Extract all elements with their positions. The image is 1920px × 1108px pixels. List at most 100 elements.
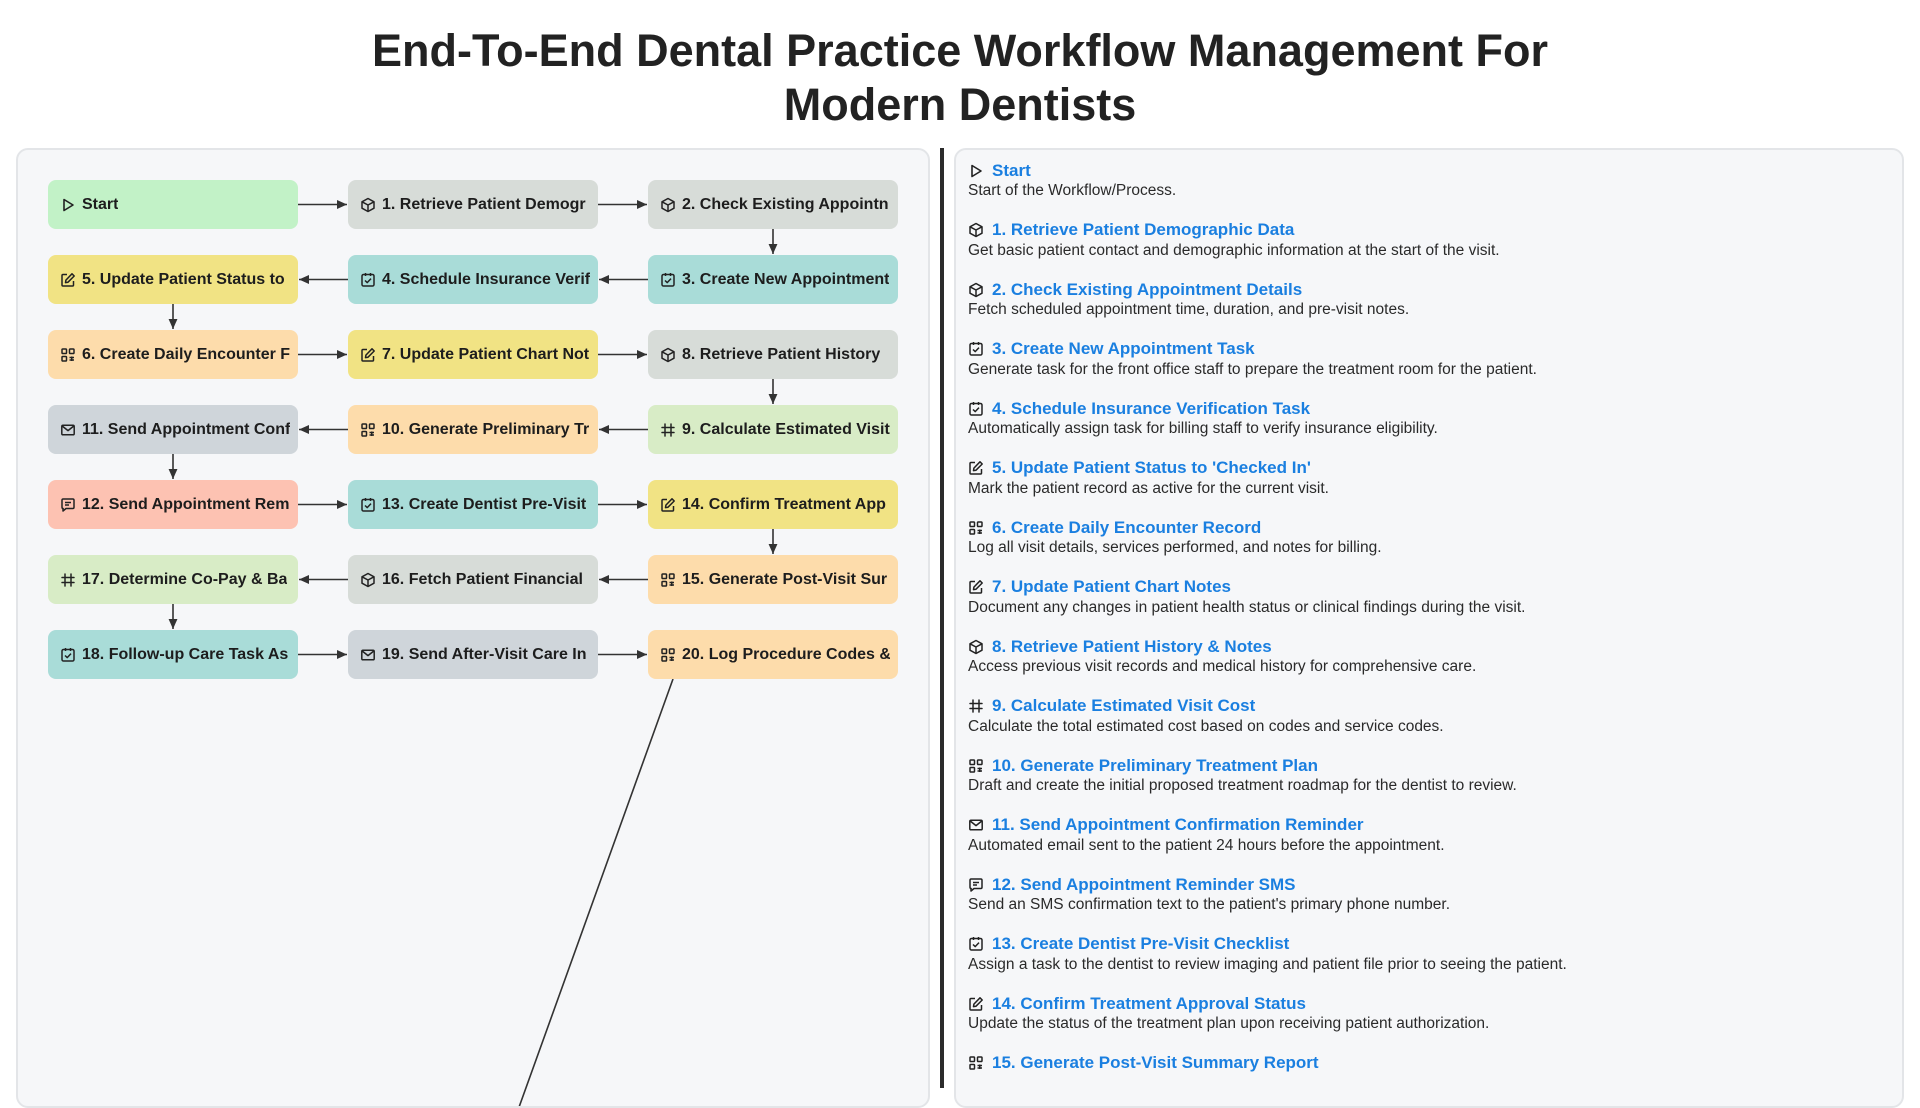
step-description: Access previous visit records and medica… (968, 658, 1477, 675)
grid-icon (968, 1055, 984, 1071)
connector-n20-overflow (518, 678, 674, 1106)
step-title-link[interactable]: 10. Generate Preliminary Treatment Plan (992, 755, 1318, 775)
workflow-node-n7[interactable]: 7. Update Patient Chart Not (348, 330, 598, 379)
step-header: 7. Update Patient Chart Notes (968, 577, 1890, 598)
step-description: Update the status of the treatment plan … (968, 1015, 1490, 1032)
workflow-node-label: 17. Determine Co-Pay & Ba (82, 570, 288, 588)
workflow-node-n4[interactable]: 4. Schedule Insurance Verif (348, 255, 598, 304)
step-title-link[interactable]: 12. Send Appointment Reminder SMS (992, 874, 1296, 894)
workflow-node-label: 10. Generate Preliminary Tr (382, 420, 590, 438)
step-item: 12. Send Appointment Reminder SMS Send an… (968, 874, 1890, 915)
step-header: 6. Create Daily Encounter Record (968, 517, 1890, 538)
cube-icon (660, 347, 676, 363)
workflow-diagram-panel: Start 1. Retrieve Patient Demogr 2. Check … (16, 148, 930, 1108)
workflow-node-n20[interactable]: 20. Log Procedure Codes & (648, 630, 898, 679)
cube-icon (968, 222, 984, 238)
step-header: 1. Retrieve Patient Demographic Data (968, 220, 1890, 241)
step-header: 12. Send Appointment Reminder SMS (968, 874, 1890, 895)
workflow-node-n12[interactable]: 12. Send Appointment Rem (48, 480, 298, 529)
grid-icon (660, 572, 676, 588)
workflow-node-n19[interactable]: 19. Send After-Visit Care In (348, 630, 598, 679)
workflow-node-n8[interactable]: 8. Retrieve Patient History (648, 330, 898, 379)
step-header: 10. Generate Preliminary Treatment Plan (968, 755, 1890, 776)
step-header: Start (968, 160, 1890, 181)
workflow-node-n13[interactable]: 13. Create Dentist Pre-Visit (348, 480, 598, 529)
step-description: Send an SMS confirmation text to the pat… (968, 896, 1450, 913)
edit-icon (968, 579, 984, 595)
grid-icon (660, 647, 676, 663)
workflow-node-label: 3. Create New Appointment (682, 270, 890, 288)
calc-icon (968, 698, 984, 714)
panel-divider[interactable] (940, 148, 944, 1088)
step-title-link[interactable]: 13. Create Dentist Pre-Visit Checklist (992, 934, 1290, 953)
step-title-link[interactable]: 1. Retrieve Patient Demographic Data (992, 220, 1295, 239)
task-icon (968, 936, 984, 952)
step-description: Mark the patient record as active for th… (968, 479, 1329, 497)
workflow-node-n17[interactable]: 17. Determine Co-Pay & Ba (48, 555, 298, 604)
edit-icon (968, 460, 984, 476)
workflow-node-label: 4. Schedule Insurance Verif (382, 270, 590, 288)
workflow-node-label: 16. Fetch Patient Financial (382, 570, 583, 588)
step-title-link[interactable]: 14. Confirm Treatment Approval Status (992, 993, 1306, 1013)
step-item: 15. Generate Post-Visit Summary Report (968, 1053, 1890, 1074)
workflow-node-label: 20. Log Procedure Codes & (682, 645, 890, 663)
step-title-link[interactable]: Start (992, 160, 1031, 180)
task-icon (360, 272, 376, 288)
workflow-node-n11[interactable]: 11. Send Appointment Conf (48, 405, 298, 454)
workflow-node-n16[interactable]: 16. Fetch Patient Financial (348, 555, 598, 604)
workflow-node-start[interactable]: Start (48, 180, 298, 229)
task-icon (360, 497, 376, 513)
workflow-node-label: 14. Confirm Treatment App (682, 495, 886, 513)
step-description: Generate task for the front office staff… (968, 360, 1537, 378)
calc-icon (60, 572, 76, 588)
play-icon (60, 197, 76, 213)
step-title-link[interactable]: 3. Create New Appointment Task (992, 339, 1255, 358)
chat-icon (60, 497, 76, 513)
workflow-node-n9[interactable]: 9. Calculate Estimated Visit (648, 405, 898, 454)
grid-icon (968, 520, 984, 536)
step-header: 11. Send Appointment Confirmation Remind… (968, 815, 1890, 836)
step-title-link[interactable]: 8. Retrieve Patient History & Notes (992, 636, 1272, 656)
workflow-node-n1[interactable]: 1. Retrieve Patient Demogr (348, 180, 598, 229)
step-description: Automated email sent to the patient 24 h… (968, 836, 1445, 854)
step-title-link[interactable]: 4. Schedule Insurance Verification Task (992, 398, 1311, 418)
step-title-link[interactable]: 2. Check Existing Appointment Details (992, 279, 1303, 299)
workflow-node-label: 6. Create Daily Encounter F (82, 345, 290, 363)
step-title-link[interactable]: 9. Calculate Estimated Visit Cost (992, 696, 1256, 715)
step-description: Log all visit details, services performe… (968, 539, 1382, 556)
step-description: Start of the Workflow/Process. (968, 182, 1177, 199)
workflow-node-label: 19. Send After-Visit Care In (382, 645, 587, 663)
task-icon (660, 272, 676, 288)
step-title-link[interactable]: 6. Create Daily Encounter Record (992, 517, 1262, 537)
workflow-node-n5[interactable]: 5. Update Patient Status to (48, 255, 298, 304)
edit-icon (968, 996, 984, 1012)
workflow-node-label: 8. Retrieve Patient History (682, 345, 881, 363)
workflow-node-n14[interactable]: 14. Confirm Treatment App (648, 480, 898, 529)
workflow-node-n2[interactable]: 2. Check Existing Appointn (648, 180, 898, 229)
step-title-link[interactable]: 5. Update Patient Status to 'Checked In' (992, 458, 1311, 477)
workflow-node-n6[interactable]: 6. Create Daily Encounter F (48, 330, 298, 379)
calc-icon (660, 422, 676, 438)
workflow-node-n18[interactable]: 18. Follow-up Care Task As (48, 630, 298, 679)
workflow-node-n10[interactable]: 10. Generate Preliminary Tr (348, 405, 598, 454)
step-title-link[interactable]: 11. Send Appointment Confirmation Remind… (992, 815, 1364, 834)
workflow-node-n3[interactable]: 3. Create New Appointment (648, 255, 898, 304)
step-description: Draft and create the initial proposed tr… (968, 777, 1517, 794)
task-icon (60, 647, 76, 663)
step-title-link[interactable]: 7. Update Patient Chart Notes (992, 577, 1231, 596)
page-title: End-To-End Dental Practice Workflow Mana… (0, 24, 1920, 132)
workflow-node-label: 5. Update Patient Status to (82, 270, 285, 288)
step-title-link[interactable]: 15. Generate Post-Visit Summary Report (992, 1053, 1319, 1072)
workflow-node-label: 15. Generate Post-Visit Sur (682, 570, 888, 588)
step-header: 9. Calculate Estimated Visit Cost (968, 696, 1890, 717)
workflow-node-n15[interactable]: 15. Generate Post-Visit Sur (648, 555, 898, 604)
